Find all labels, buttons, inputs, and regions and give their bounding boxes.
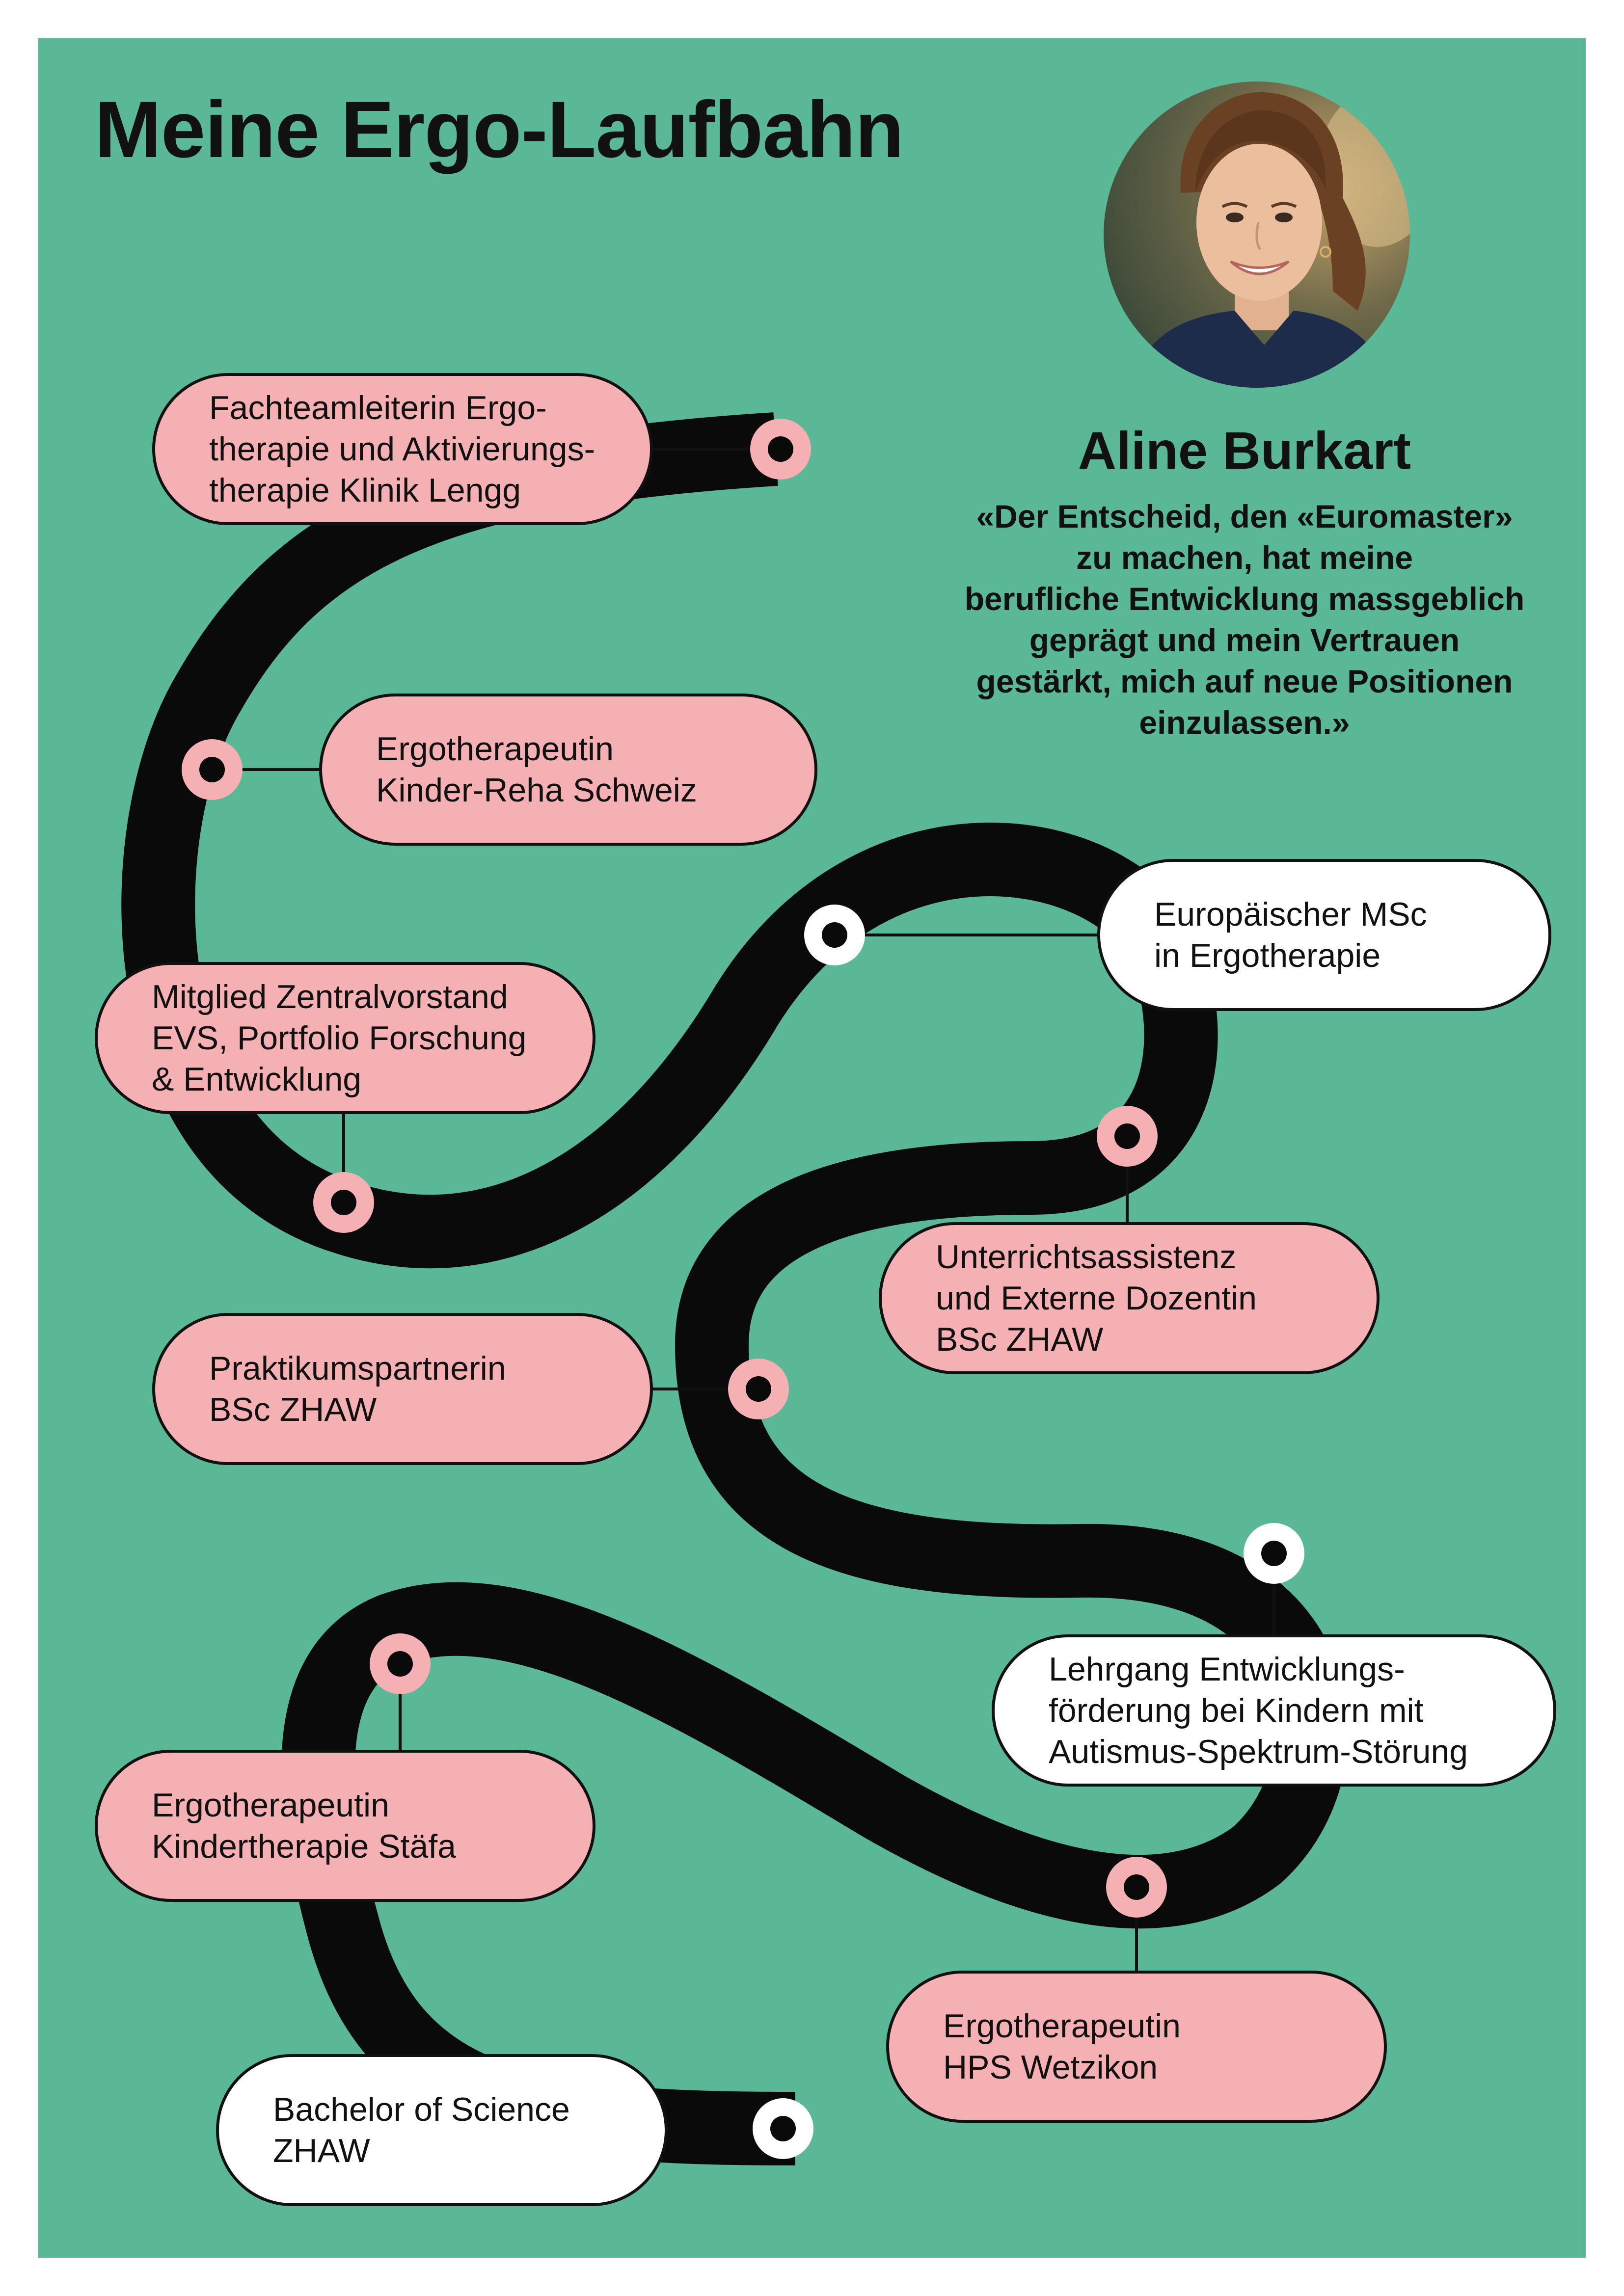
quote-line: berufliche Entwicklung massgeblich <box>964 581 1525 617</box>
station-marker <box>1097 1106 1158 1167</box>
timeline-item-line: Mitglied Zentralvorstand <box>152 978 508 1015</box>
timeline-item-line: BSc ZHAW <box>936 1321 1104 1358</box>
page-title: Meine Ergo-Laufbahn <box>95 84 904 174</box>
timeline-item-line: Ergotherapeutin <box>152 1787 389 1824</box>
career-road <box>121 412 1349 2165</box>
timeline-item: Unterrichtsassistenz und Externe Dozenti… <box>879 1222 1380 1374</box>
timeline-item: Ergotherapeutin HPS Wetzikon <box>886 1971 1387 2123</box>
quote-line: einzulassen.» <box>1139 704 1350 741</box>
timeline-item-line: Praktikumspartnerin <box>209 1350 506 1387</box>
timeline-item-line: HPS Wetzikon <box>943 2049 1158 2086</box>
timeline-item: Ergotherapeutin Kindertherapie Stäfa <box>95 1750 595 1902</box>
timeline-item: Ergotherapeutin Kinder-Reha Schweiz <box>319 694 817 846</box>
timeline-item-line: Bachelor of Science <box>273 2091 570 2128</box>
timeline-item-line: Kinder-Reha Schweiz <box>376 772 697 809</box>
quote-line: zu machen, hat meine <box>1076 539 1413 576</box>
timeline-item-line: Autismus-Spektrum-Störung <box>1049 1733 1468 1770</box>
timeline-item-line: EVS, Portfolio Forschung <box>152 1019 527 1057</box>
station-marker <box>804 905 865 965</box>
station-marker <box>750 419 811 480</box>
station-marker <box>370 1633 431 1694</box>
timeline-item-line: therapie und Aktivierungs- <box>209 430 595 468</box>
quote-line: geprägt und mein Vertrauen <box>1029 622 1460 658</box>
timeline-item-line: Fachteamleiterin Ergo- <box>209 389 547 427</box>
profile-quote: «Der Entscheid, den «Euromaster» zu mach… <box>923 496 1566 743</box>
timeline-item-line: Ergotherapeutin <box>943 2007 1181 2045</box>
timeline-item-line: therapie Klinik Lengg <box>209 472 521 509</box>
station-marker <box>313 1172 374 1233</box>
timeline-item-line: ZHAW <box>273 2132 370 2169</box>
quote-line: gestärkt, mich auf neue Positionen <box>976 663 1513 699</box>
timeline-item-line: in Ergotherapie <box>1154 937 1381 974</box>
station-marker <box>753 2098 813 2159</box>
timeline-item-line: Europäischer MSc <box>1154 896 1427 933</box>
timeline-item-line: förderung bei Kindern mit <box>1049 1692 1424 1729</box>
timeline-item: Lehrgang Entwicklungs- förderung bei Kin… <box>992 1634 1556 1787</box>
timeline-item-line: Kindertherapie Stäfa <box>152 1828 456 1865</box>
timeline-item-line: und Externe Dozentin <box>936 1280 1257 1317</box>
timeline-item-line: Ergotherapeutin <box>376 730 614 768</box>
station-marker <box>182 739 243 800</box>
timeline-item: Fachteamleiterin Ergo- therapie und Akti… <box>152 373 653 525</box>
timeline-item-line: & Entwicklung <box>152 1061 362 1098</box>
quote-line: «Der Entscheid, den «Euromaster» <box>976 498 1513 534</box>
timeline-item-line: BSc ZHAW <box>209 1391 377 1428</box>
station-marker <box>1244 1523 1304 1584</box>
timeline-item: Mitglied Zentralvorstand EVS, Portfolio … <box>95 962 595 1114</box>
timeline-item: Europäischer MSc in Ergotherapie <box>1097 859 1551 1011</box>
station-marker <box>1106 1857 1167 1918</box>
station-marker <box>728 1359 789 1419</box>
timeline-item: Praktikumspartnerin BSc ZHAW <box>152 1313 653 1465</box>
profile-photo <box>1104 81 1410 388</box>
profile-name: Aline Burkart <box>1078 421 1411 480</box>
timeline-item: Bachelor of Science ZHAW <box>216 2054 668 2206</box>
timeline-item-line: Unterrichtsassistenz <box>936 1238 1237 1276</box>
timeline-item-line: Lehrgang Entwicklungs- <box>1049 1651 1405 1688</box>
